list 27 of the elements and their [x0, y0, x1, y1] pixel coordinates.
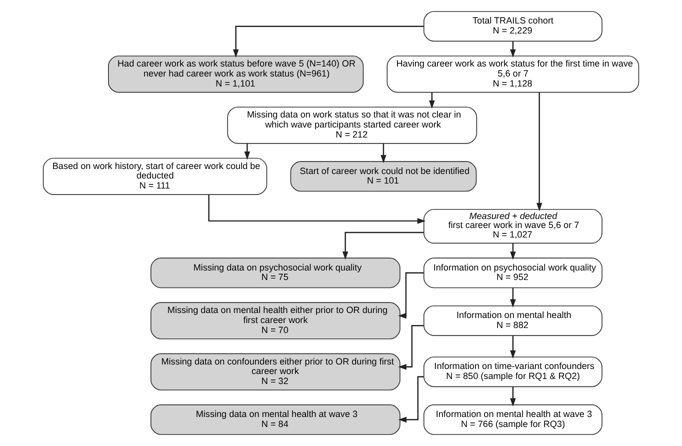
node-box: Start of career work could not be identified N = 101 [290, 161, 477, 192]
node-box: Information on mental health at wave 3 N = 766 (sample for RQ3) [423, 404, 602, 435]
node-box: Missing data on mental health at wave 3 N = 84 [150, 404, 400, 435]
arrow [208, 194, 426, 224]
node-box: Information on mental health N = 882 [423, 305, 602, 336]
node-box: Missing data on confounders either prior to OR during first career work N = 32 [150, 353, 400, 390]
arrow [398, 325, 424, 370]
node-box: Based on work history, start of career work could be deducted N = 111 [42, 158, 268, 195]
node-box: Information on psychosocial work quality N = 952 [423, 258, 602, 288]
node-box: Missing data on psychosocial work quality N = 75 [150, 258, 400, 288]
node-box: Missing data on mental health either prior to OR during first career work N = 70 [150, 302, 400, 340]
arrow [398, 376, 424, 423]
node-box: Information on time-variant confounders N = 850 (sample for RQ1 & RQ2) [423, 356, 602, 388]
arrow [510, 386, 516, 407]
node-box: Missing data on work status so that it was not clear in which wave participants started career work N = 212 [227, 106, 478, 144]
node-box: Having career work as work status for the first time in wave 5,6 or 7 N = 1,128 [386, 56, 640, 93]
arrow [510, 288, 516, 308]
arrow [342, 232, 424, 260]
arrow [232, 26, 424, 58]
arrow [536, 92, 542, 212]
node-box: Had career work as work status before wave 5 (N=140) OR never had career work as work status (N=961) N = 1,101 [108, 56, 364, 93]
node-box: Total TRAILS cohort N = 2,229 [423, 11, 602, 42]
arrow [244, 143, 250, 160]
arrow [380, 143, 386, 164]
arrow [510, 336, 516, 359]
arrow [398, 272, 424, 319]
node-box: Measured + deducted first career work in wave 5,6 or 7 N = 1,027 [423, 208, 602, 244]
